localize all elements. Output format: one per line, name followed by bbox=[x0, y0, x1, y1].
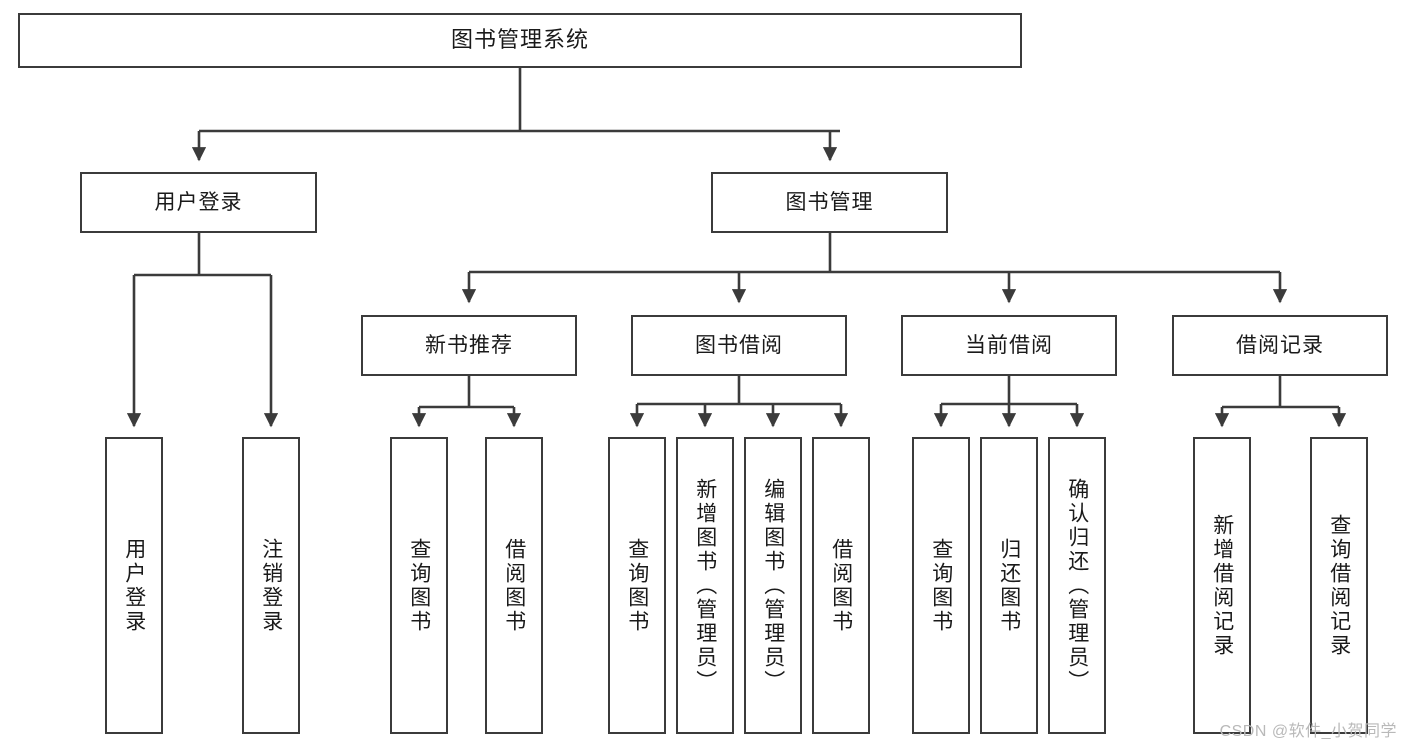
node-root-label: 图书管理系统 bbox=[450, 27, 589, 53]
node-leaf-query-book-b-label: 查询图书 bbox=[625, 537, 649, 634]
node-leaf-return-book[interactable]: 归还图书 bbox=[980, 437, 1038, 734]
csdn-watermark: CSDN @软件_小贺同学 bbox=[1219, 723, 1397, 740]
node-leaf-return-book-label: 归还图书 bbox=[997, 537, 1021, 634]
node-book-manage[interactable]: 图书管理 bbox=[711, 172, 948, 233]
node-leaf-borrow-book-b[interactable]: 借阅图书 bbox=[812, 437, 870, 734]
node-leaf-user-login-label: 用户登录 bbox=[122, 537, 146, 634]
node-leaf-borrow-book-a[interactable]: 借阅图书 bbox=[485, 437, 543, 734]
node-leaf-add-record[interactable]: 新增借阅记录 bbox=[1193, 437, 1251, 734]
node-leaf-query-book-c-label: 查询图书 bbox=[929, 537, 953, 634]
node-leaf-query-book-a-label: 查询图书 bbox=[407, 537, 431, 634]
node-book-manage-label: 图书管理 bbox=[785, 190, 874, 214]
node-leaf-add-book-label: 新增图书（管理员） bbox=[693, 477, 717, 694]
node-borrow-record[interactable]: 借阅记录 bbox=[1172, 315, 1388, 376]
node-leaf-user-logout-label: 注销登录 bbox=[259, 537, 283, 634]
node-leaf-confirm-return[interactable]: 确认归还（管理员） bbox=[1048, 437, 1106, 734]
node-new-book-recommend[interactable]: 新书推荐 bbox=[361, 315, 577, 376]
node-leaf-add-record-label: 新增借阅记录 bbox=[1210, 513, 1234, 658]
node-leaf-edit-book-label: 编辑图书（管理员） bbox=[761, 477, 785, 694]
node-current-borrow[interactable]: 当前借阅 bbox=[901, 315, 1117, 376]
node-leaf-borrow-book-a-label: 借阅图书 bbox=[502, 537, 526, 634]
node-root[interactable]: 图书管理系统 bbox=[18, 13, 1022, 68]
node-leaf-user-logout[interactable]: 注销登录 bbox=[242, 437, 300, 734]
node-leaf-borrow-book-b-label: 借阅图书 bbox=[829, 537, 853, 634]
node-leaf-edit-book[interactable]: 编辑图书（管理员） bbox=[744, 437, 802, 734]
node-book-borrow[interactable]: 图书借阅 bbox=[631, 315, 847, 376]
node-leaf-query-book-a[interactable]: 查询图书 bbox=[390, 437, 448, 734]
node-user-login-label: 用户登录 bbox=[154, 190, 243, 214]
node-leaf-query-record[interactable]: 查询借阅记录 bbox=[1310, 437, 1368, 734]
node-leaf-query-record-label: 查询借阅记录 bbox=[1327, 513, 1351, 658]
node-new-book-recommend-label: 新书推荐 bbox=[425, 333, 513, 357]
node-book-borrow-label: 图书借阅 bbox=[695, 333, 783, 357]
node-leaf-query-book-c[interactable]: 查询图书 bbox=[912, 437, 970, 734]
node-leaf-add-book[interactable]: 新增图书（管理员） bbox=[676, 437, 734, 734]
node-leaf-query-book-b[interactable]: 查询图书 bbox=[608, 437, 666, 734]
node-leaf-confirm-return-label: 确认归还（管理员） bbox=[1065, 477, 1089, 694]
node-leaf-user-login[interactable]: 用户登录 bbox=[105, 437, 163, 734]
node-user-login[interactable]: 用户登录 bbox=[80, 172, 317, 233]
node-current-borrow-label: 当前借阅 bbox=[965, 333, 1053, 357]
node-borrow-record-label: 借阅记录 bbox=[1236, 333, 1324, 357]
